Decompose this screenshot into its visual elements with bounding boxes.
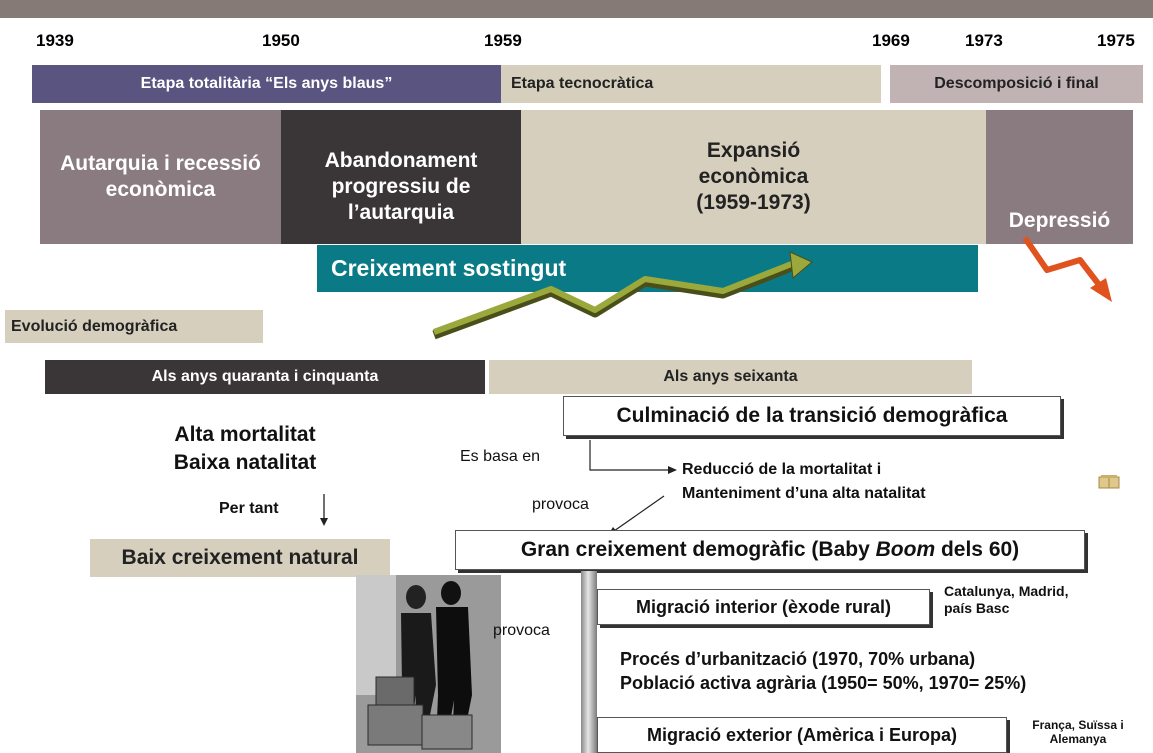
period-expansion: Expansió econòmica (1959-1973) (521, 110, 986, 244)
period-depression: Depressió (986, 110, 1133, 244)
year-1975: 1975 (1097, 31, 1135, 50)
based-on-arrow (589, 440, 677, 474)
migrants-photo (356, 575, 501, 753)
sixties-header: Als anys seixanta (489, 360, 972, 394)
forties-fifties-header: Als anys quaranta i cinquanta (45, 360, 485, 394)
causes-text: provoca (532, 496, 589, 513)
baby-boom-italic: Boom (875, 538, 936, 561)
external-migration-box: Migració exterior (Amèrica i Europa) (597, 717, 1007, 753)
urbanization-block: Procés d’urbanització (1970, 70% urbana)… (620, 647, 1026, 695)
book-icon (1098, 474, 1120, 490)
consequences-pillar (581, 571, 597, 753)
period-abandonment: Abandonament progressiu de l’autarquia (281, 110, 521, 244)
year-1950: 1950 (262, 31, 300, 50)
stage-technocratic: Etapa tecnocràtica (501, 65, 881, 103)
reduction-line-2: Manteniment d’una alta natalitat (682, 485, 926, 502)
forties-conditions: Alta mortalitat Baixa natalitat (145, 421, 345, 477)
stage-final: Descomposició i final (890, 65, 1143, 103)
culmination-box: Culminació de la transició demogràfica (563, 396, 1061, 436)
reduction-text: Reducció de la mortalitat i Manteniment … (682, 458, 926, 506)
baby-boom-suffix: dels 60) (935, 538, 1020, 561)
internal-destinations-text: Catalunya, Madrid, país Basc (944, 583, 1069, 616)
active-population-text: Població activa agrària (1950= 50%, 1970… (620, 673, 1027, 693)
stage-totalitarian: Etapa totalitària “Els anys blaus” (32, 65, 501, 103)
internal-migration-box: Migració interior (èxode rural) (597, 589, 930, 625)
baby-boom-prefix: Gran creixement demogràfic (Baby (520, 538, 876, 561)
reduction-line-1: Reducció de la mortalitat i (682, 461, 882, 478)
external-destinations-text: França, Suïssa i Alemanya (1032, 718, 1124, 746)
low-growth-box: Baix creixement natural (90, 539, 390, 577)
top-bar (0, 0, 1153, 18)
therefore-arrow (320, 494, 328, 526)
based-on-text: Es basa en (460, 448, 541, 465)
therefore-text: Per tant (219, 500, 279, 517)
causes-text-2: provoca (493, 622, 550, 639)
year-1969: 1969 (872, 31, 910, 50)
migrants-photo-sketch (356, 575, 501, 753)
period-autarky: Autarquia i recessió econòmica (40, 110, 281, 244)
year-1939: 1939 (36, 31, 74, 50)
demographic-title: Evolució demogràfica (5, 310, 263, 343)
high-mortality-text: Alta mortalitat (174, 423, 316, 446)
baby-boom-box: Gran creixement demogràfic (Baby Boom de… (455, 530, 1085, 570)
urbanization-text: Procés d’urbanització (1970, 70% urbana) (620, 649, 976, 669)
depression-arrow (1022, 236, 1112, 302)
growth-label: Creixement sostingut (331, 255, 567, 281)
year-1973: 1973 (965, 31, 1003, 50)
year-1959: 1959 (484, 31, 522, 50)
low-birth-text: Baixa natalitat (173, 451, 317, 474)
growth-zigzag-arrow (432, 251, 813, 340)
